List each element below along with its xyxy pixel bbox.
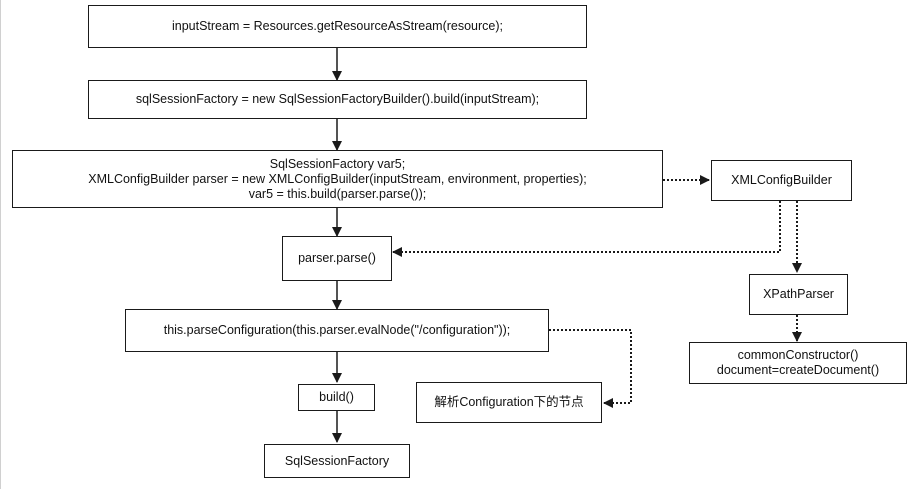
build-body-line-1: SqlSessionFactory var5; bbox=[269, 156, 406, 171]
node-common-constructor[interactable]: commonConstructor() document=createDocum… bbox=[689, 342, 907, 384]
node-build-call[interactable]: build() bbox=[298, 384, 375, 411]
node-parse-configuration[interactable]: this.parseConfiguration(this.parser.eval… bbox=[125, 309, 549, 352]
node-input-stream[interactable]: inputStream = Resources.getResourceAsStr… bbox=[88, 5, 587, 48]
build-body-line-2: XMLConfigBuilder parser = new XMLConfigB… bbox=[88, 171, 587, 186]
node-parse-configuration-note[interactable]: 解析Configuration下的节点 bbox=[416, 382, 602, 423]
left-border bbox=[0, 0, 1, 489]
node-xml-config-builder[interactable]: XMLConfigBuilder bbox=[711, 160, 852, 201]
node-parse-configuration-label: this.parseConfiguration(this.parser.eval… bbox=[163, 323, 511, 337]
build-body-line-3: var5 = this.build(parser.parse()); bbox=[248, 186, 427, 201]
node-xml-config-builder-label: XMLConfigBuilder bbox=[731, 173, 832, 187]
node-xpath-parser-label: XPathParser bbox=[763, 287, 834, 301]
node-parser-parse-label: parser.parse() bbox=[298, 251, 376, 265]
dotted-arrow-parse-configuration-to-note bbox=[549, 329, 632, 408]
node-sql-session-factory-result[interactable]: SqlSessionFactory bbox=[264, 444, 410, 478]
dotted-arrow-xml-builder-to-parse bbox=[392, 201, 781, 257]
node-parser-parse[interactable]: parser.parse() bbox=[282, 236, 392, 281]
node-input-stream-label: inputStream = Resources.getResourceAsStr… bbox=[171, 19, 504, 33]
node-sql-session-factory-build-label: sqlSessionFactory = new SqlSessionFactor… bbox=[135, 92, 540, 106]
node-sql-session-factory-result-label: SqlSessionFactory bbox=[284, 453, 390, 468]
node-xpath-parser[interactable]: XPathParser bbox=[749, 274, 848, 315]
node-build-call-label: build() bbox=[319, 390, 354, 404]
common-constructor-line-2: document=createDocument() bbox=[716, 363, 880, 377]
node-sql-session-factory-build[interactable]: sqlSessionFactory = new SqlSessionFactor… bbox=[88, 80, 587, 119]
node-parse-configuration-note-label: 解析Configuration下的节点 bbox=[434, 395, 584, 409]
node-build-method-body[interactable]: SqlSessionFactory var5; XMLConfigBuilder… bbox=[12, 150, 663, 208]
common-constructor-line-1: commonConstructor() bbox=[737, 348, 859, 362]
